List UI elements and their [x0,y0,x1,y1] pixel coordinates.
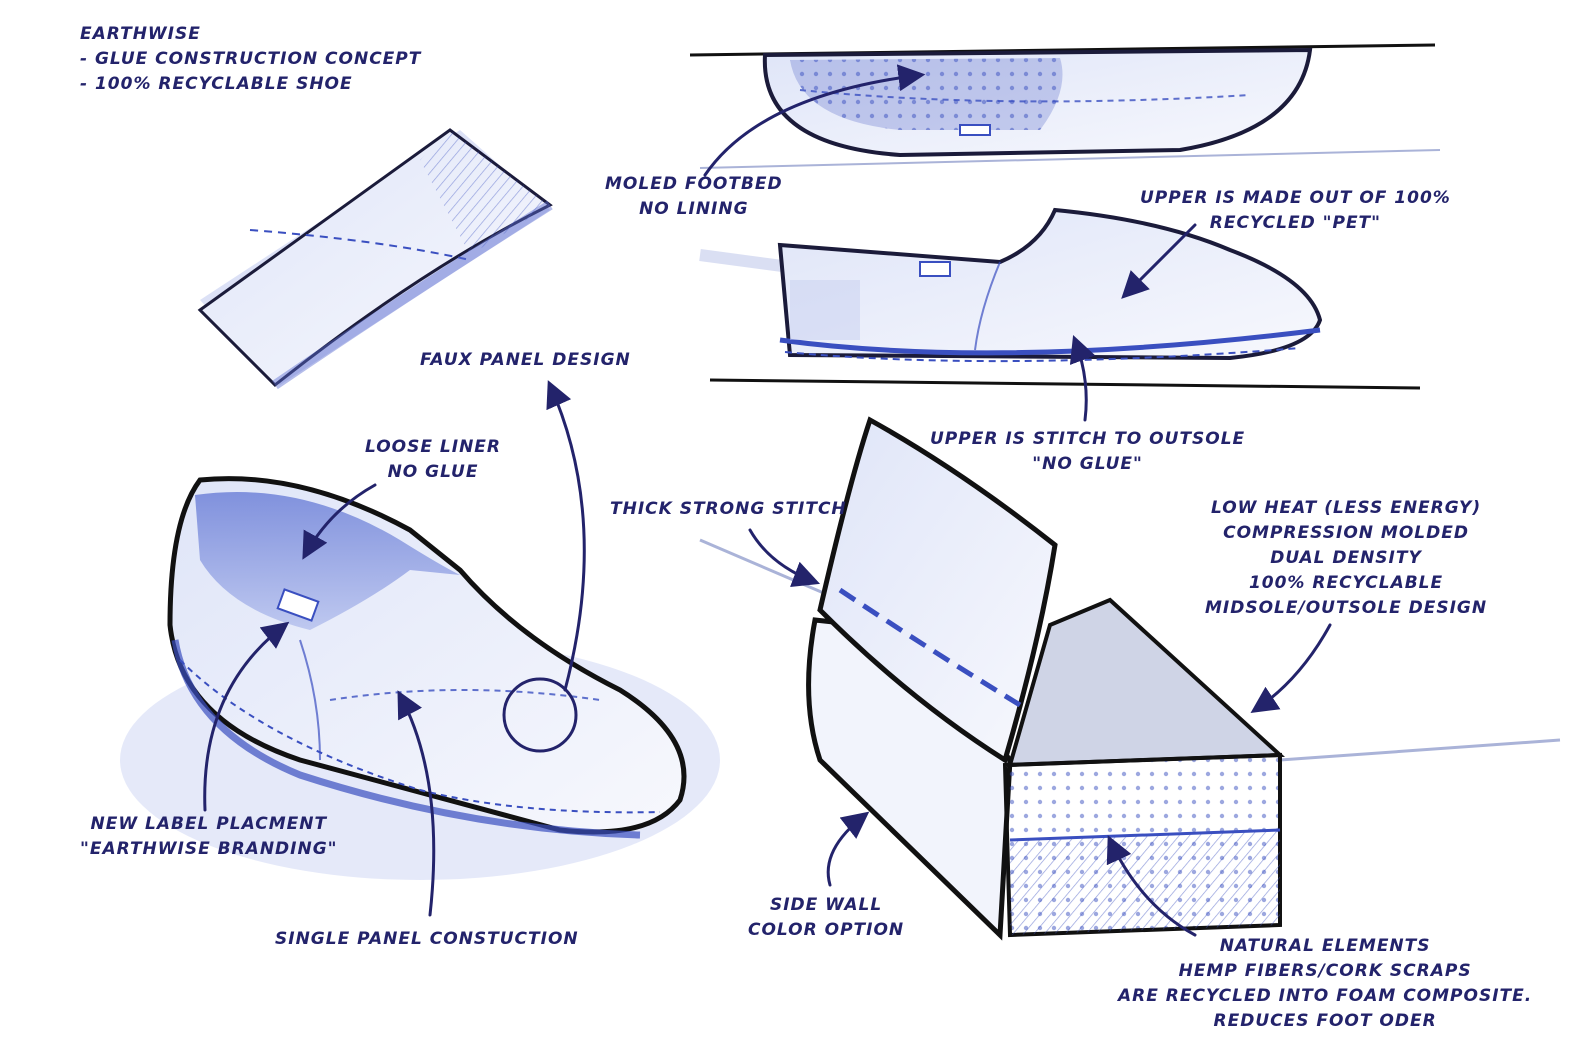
shoe-three-quarter-view [120,476,720,880]
callout-single-panel-line-1: SINGLE PANEL CONSTUCTION [275,929,579,949]
callout-natural-line-3: ARE RECYCLED INTO FOAM COMPOSITE. [1118,986,1533,1006]
header-note-2: - 100% RECYCLABLE SHOE [80,74,353,94]
callout-thick-stitch-line-1: THICK STRONG STITCH [610,499,847,519]
callout-low-heat-line-5: MIDSOLE/OUTSOLE DESIGN [1205,598,1488,618]
arrow-footbed [703,64,926,177]
callout-side-wall-line-2: COLOR OPTION [748,920,905,940]
midsole-cutaway [699,416,1561,941]
arrow-label [203,621,290,812]
callout-low-heat-line-2: COMPRESSION MOLDED [1223,523,1469,543]
callout-upper-pet: UPPER IS MADE OUT OF 100% RECYCLED "PET" [1140,186,1451,236]
callout-natural-line-1: NATURAL ELEMENTS [1219,936,1431,956]
arrow-loose-liner [302,483,377,560]
callout-stitch-outsole-line-1: UPPER IS STITCH TO OUTSOLE [930,429,1246,449]
callout-single-panel: SINGLE PANEL CONSTUCTION [275,927,579,952]
callout-natural-line-2: HEMP FIBERS/CORK SCRAPS [1178,961,1472,981]
callout-loose-liner-line-1: LOOSE LINER [365,437,501,457]
callout-footbed-line-2: NO LINING [639,199,749,219]
callout-low-heat-line-1: LOW HEAT (LESS ENERGY) [1210,498,1482,518]
callout-low-heat: LOW HEAT (LESS ENERGY) COMPRESSION MOLDE… [1205,496,1487,621]
arrow-faux-panel [546,380,586,692]
callout-upper-pet-line-1: UPPER IS MADE OUT OF 100% [1140,188,1451,208]
arrow-upper-pet [1121,223,1197,299]
header-note-1: - GLUE CONSTRUCTION CONCEPT [80,49,422,69]
callout-faux-panel-line-1: FAUX PANEL DESIGN [420,350,631,370]
callout-natural-elements: NATURAL ELEMENTS HEMP FIBERS/CORK SCRAPS… [1118,934,1532,1034]
shoe-side-view [699,207,1421,390]
callout-loose-liner: LOOSE LINER NO GLUE [365,435,501,485]
callout-label-line-2: "EARTHWISE BRANDING" [80,839,338,859]
callout-footbed-line-1: MOLED FOOTBED [605,174,783,194]
header-notes: EARTHWISE - GLUE CONSTRUCTION CONCEPT - … [80,22,421,97]
callout-label-placement: NEW LABEL PLACMENT "EARTHWISE BRANDING" [80,812,338,862]
footbed-top-view [689,43,1441,169]
callout-loose-liner-line-2: NO GLUE [387,462,479,482]
brand-title: EARTHWISE [80,24,201,44]
callout-thick-stitch: THICK STRONG STITCH [610,497,847,522]
callout-low-heat-line-3: DUAL DENSITY [1270,548,1422,568]
callout-side-wall-line-1: SIDE WALL [769,895,883,915]
callout-low-heat-line-4: 100% RECYCLABLE [1248,573,1444,593]
callout-side-wall: SIDE WALL COLOR OPTION [748,893,904,943]
callout-faux-panel: FAUX PANEL DESIGN [420,348,631,373]
arrow-stitch-outsole [1069,334,1096,422]
faux-panel-sketch [197,128,553,390]
callout-upper-pet-line-2: RECYCLED "PET" [1209,213,1382,233]
callout-footbed: MOLED FOOTBED NO LINING [605,172,783,222]
arrow-low-heat [1250,623,1332,713]
callout-natural-line-4: REDUCES FOOT ODER [1213,1011,1437,1031]
callout-label-line-1: NEW LABEL PLACMENT [90,814,328,834]
arrow-thick-stitch [748,528,821,587]
callout-stitch-outsole: UPPER IS STITCH TO OUTSOLE "NO GLUE" [930,427,1245,477]
arrow-single-panel [397,690,436,917]
callout-stitch-outsole-line-2: "NO GLUE" [1032,454,1143,474]
arrow-side-wall [826,811,870,887]
callout-arrows [203,64,1332,937]
arrow-natural [1106,835,1197,937]
